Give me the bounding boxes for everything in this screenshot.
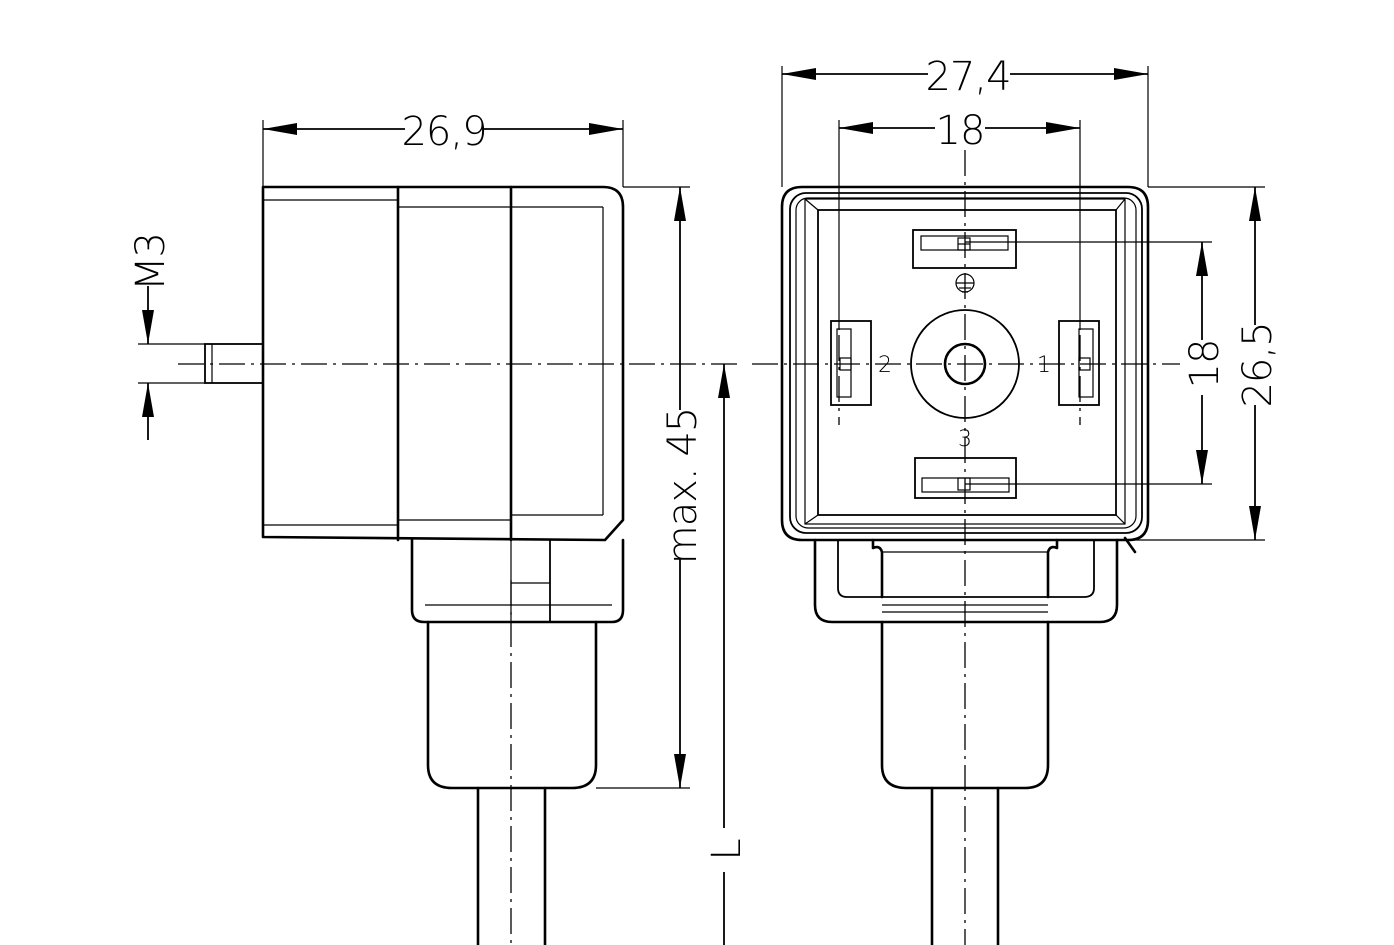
max-height-label: max. 45: [660, 408, 706, 564]
pin-spacing-h-label: 18: [936, 108, 985, 154]
side-gland: [426, 620, 598, 790]
front-face: [817, 209, 1117, 516]
side-body-outline: [261, 185, 625, 542]
front-view: 2 1 3 27,4 18: [752, 54, 1281, 945]
front-clip: [813, 538, 1119, 624]
side-width-label: 26,9: [401, 109, 486, 155]
front-width-label: 27,4: [925, 54, 1010, 100]
contact-1: [1058, 320, 1100, 406]
pin-spacing-v-label: 18: [1182, 340, 1228, 389]
front-height-label: 26,5: [1235, 322, 1281, 407]
contact-2: [830, 320, 872, 406]
pin-2-label: 2: [878, 353, 892, 378]
length-label: L: [704, 839, 750, 861]
side-view: 26,9 M3 max. 45 L: [128, 109, 750, 945]
pin-1-label: 1: [1037, 353, 1051, 378]
center-screw: [943, 342, 987, 386]
thread-label: M3: [128, 233, 174, 291]
side-neck: [410, 538, 625, 624]
